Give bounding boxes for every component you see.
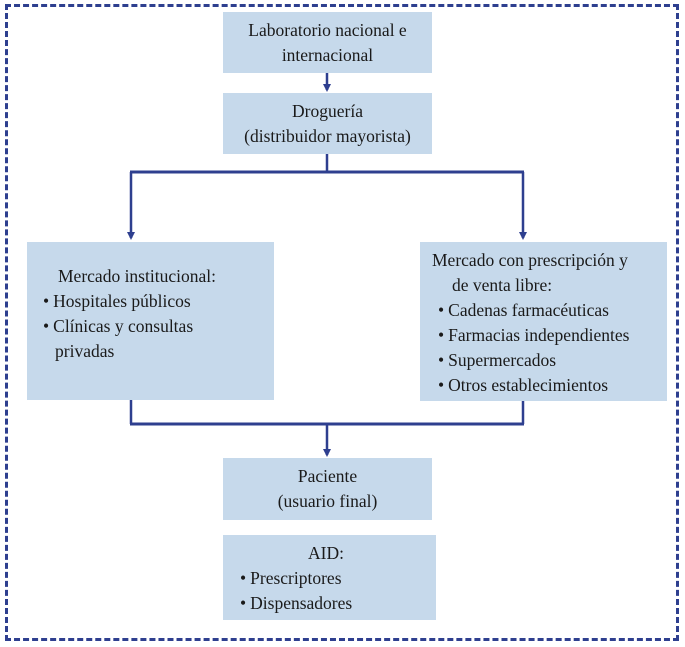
node-paciente-line-1: Paciente xyxy=(297,466,358,486)
node-aid: AID: Prescriptores Dispensadores xyxy=(223,535,436,620)
node-laboratorio: Laboratorio nacional e internacional xyxy=(223,12,432,73)
list-item: Farmacias independientes xyxy=(438,323,667,348)
node-institucional-continuation: privadas xyxy=(55,341,115,361)
list-item: Hospitales públicos xyxy=(43,289,274,314)
node-paciente: Paciente (usuario final) xyxy=(223,458,432,520)
list-item: Dispensadores xyxy=(240,591,436,616)
node-institucional-list: Hospitales públicos Clínicas y consultas xyxy=(43,289,274,339)
list-item: Supermercados xyxy=(438,348,667,373)
list-item: Cadenas farmacéuticas xyxy=(438,298,667,323)
node-aid-title: AID: xyxy=(308,543,344,563)
node-prescripcion-title-2: de venta libre: xyxy=(452,275,553,295)
node-prescripcion-list: Cadenas farmacéuticas Farmacias independ… xyxy=(432,298,667,398)
node-institucional-title: Mercado institucional: xyxy=(58,266,216,286)
node-laboratorio-line-1: Laboratorio nacional e xyxy=(248,19,407,40)
node-laboratorio-line-2: internacional xyxy=(281,44,374,65)
list-item: Clínicas y consultas xyxy=(43,314,274,339)
node-drogueria-line-2: (distribuidor mayorista) xyxy=(244,125,411,146)
node-mercado-prescripcion: Mercado con prescripción y de venta libr… xyxy=(420,242,667,401)
node-prescripcion-title-1: Mercado con prescripción y xyxy=(432,250,628,270)
node-drogueria: Droguería (distribuidor mayorista) xyxy=(223,93,432,154)
list-item: Prescriptores xyxy=(240,566,436,591)
node-drogueria-line-1: Droguería xyxy=(292,100,363,121)
dashed-border-frame xyxy=(5,4,679,641)
list-item: Otros establecimientos xyxy=(438,373,667,398)
node-paciente-line-2: (usuario final) xyxy=(277,491,378,511)
node-aid-list: Prescriptores Dispensadores xyxy=(240,566,436,616)
node-mercado-institucional: Mercado institucional: Hospitales públic… xyxy=(27,242,274,400)
